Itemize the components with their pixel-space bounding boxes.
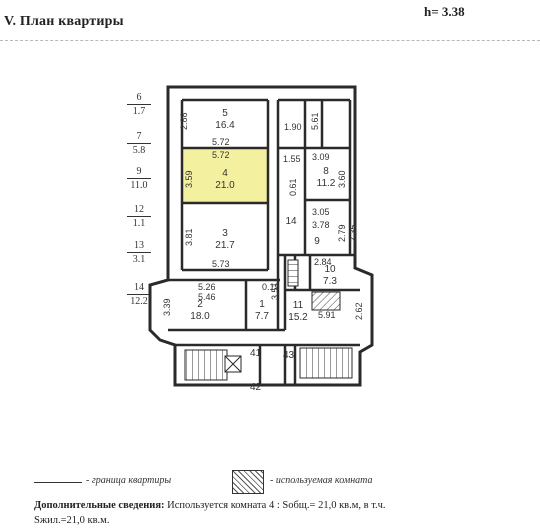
- room-5-area: 16.4: [215, 120, 235, 131]
- room-10-area: 7.3: [323, 276, 337, 287]
- dim-label: 2.79: [337, 224, 347, 242]
- title-divider: [0, 40, 540, 41]
- dim-label: 0.19: [262, 282, 280, 292]
- room-5-number: 5: [222, 108, 228, 119]
- dim-label: 1.55: [283, 154, 301, 164]
- stair-label: 41: [250, 348, 262, 359]
- info-text: Используется комната 4 : Sобщ.= 21,0 кв.…: [167, 500, 386, 511]
- dim-label: 0.61: [288, 178, 298, 196]
- dim-label: 3.78: [312, 220, 330, 230]
- dim-label: 3.05: [312, 207, 330, 217]
- additional-info: Дополнительные сведения: Используется ко…: [34, 498, 534, 528]
- stair-label: 43: [283, 350, 295, 361]
- stairwell-left: [184, 349, 228, 381]
- room-11-area: 15.2: [288, 312, 308, 323]
- stair-labels: 41 42 43: [250, 348, 295, 393]
- room-11-number: 11: [293, 300, 304, 311]
- room-2-number: 2: [197, 299, 203, 310]
- legend-used-room-label: - используемая комната: [270, 475, 373, 486]
- dim-label: 3.39: [162, 298, 172, 316]
- room-4-area: 21.0: [215, 180, 235, 191]
- dimension-labels: 2.88 5.72 5.72 3.59 3.81 5.73 5.26 5.46 …: [162, 112, 364, 320]
- room-1-area: 7.7: [255, 311, 269, 322]
- room-14-number: 14: [285, 216, 297, 227]
- dim-label: 3.59: [184, 170, 194, 188]
- legend-used-room-swatch: [232, 470, 264, 494]
- ceiling-height: h= 3.38: [424, 4, 465, 19]
- info-label: Дополнительные сведения:: [34, 500, 165, 511]
- info-living-area: Sжил.=21,0 кв.м.: [34, 515, 110, 526]
- dim-label: 5.72: [212, 137, 230, 147]
- stairwell-right: [299, 347, 353, 379]
- bath-fixture: [311, 291, 341, 311]
- dim-label: 3.81: [184, 228, 194, 246]
- room-2-area: 18.0: [190, 311, 210, 322]
- room-4-number: 4: [222, 168, 228, 179]
- apartment-boundary: [148, 85, 374, 387]
- room-8-area: 11.2: [317, 178, 336, 189]
- dim-label: 5.72: [212, 150, 230, 160]
- stair-label: 42: [250, 382, 262, 393]
- room-1-number: 1: [259, 299, 265, 310]
- dim-label: 1.90: [284, 122, 302, 132]
- dim-label: 3.60: [337, 170, 347, 188]
- page-title: V. План квартиры: [4, 14, 124, 29]
- room-3-number: 3: [222, 228, 228, 239]
- dim-label: 2.84: [314, 257, 332, 267]
- dim-label: 3.09: [312, 152, 330, 162]
- room-8-number: 8: [323, 166, 329, 177]
- dim-label: 5.73: [212, 259, 230, 269]
- room-10-number: 10: [324, 264, 336, 275]
- room-9-number: 9: [314, 236, 320, 247]
- dim-label: 2.88: [179, 112, 189, 130]
- interior-walls: [168, 98, 360, 385]
- dim-label: 5.91: [318, 310, 336, 320]
- legend-boundary-line: [34, 482, 82, 483]
- dim-label: 5.26: [198, 282, 216, 292]
- dim-label: 2.35: [348, 224, 358, 242]
- dim-label: 2.62: [354, 302, 364, 320]
- dim-label: 3.51: [270, 282, 280, 300]
- corridor-fixture: [287, 259, 299, 287]
- dim-label: 5.61: [310, 112, 320, 130]
- room-labels: 5 16.4 4 21.0 3 21.7 2 18.0 1 7.7 8 11.2…: [190, 108, 337, 323]
- legend-boundary-label: - граница квартиры: [86, 475, 172, 486]
- room-3-area: 21.7: [215, 240, 235, 251]
- dim-label: 5.46: [198, 292, 216, 302]
